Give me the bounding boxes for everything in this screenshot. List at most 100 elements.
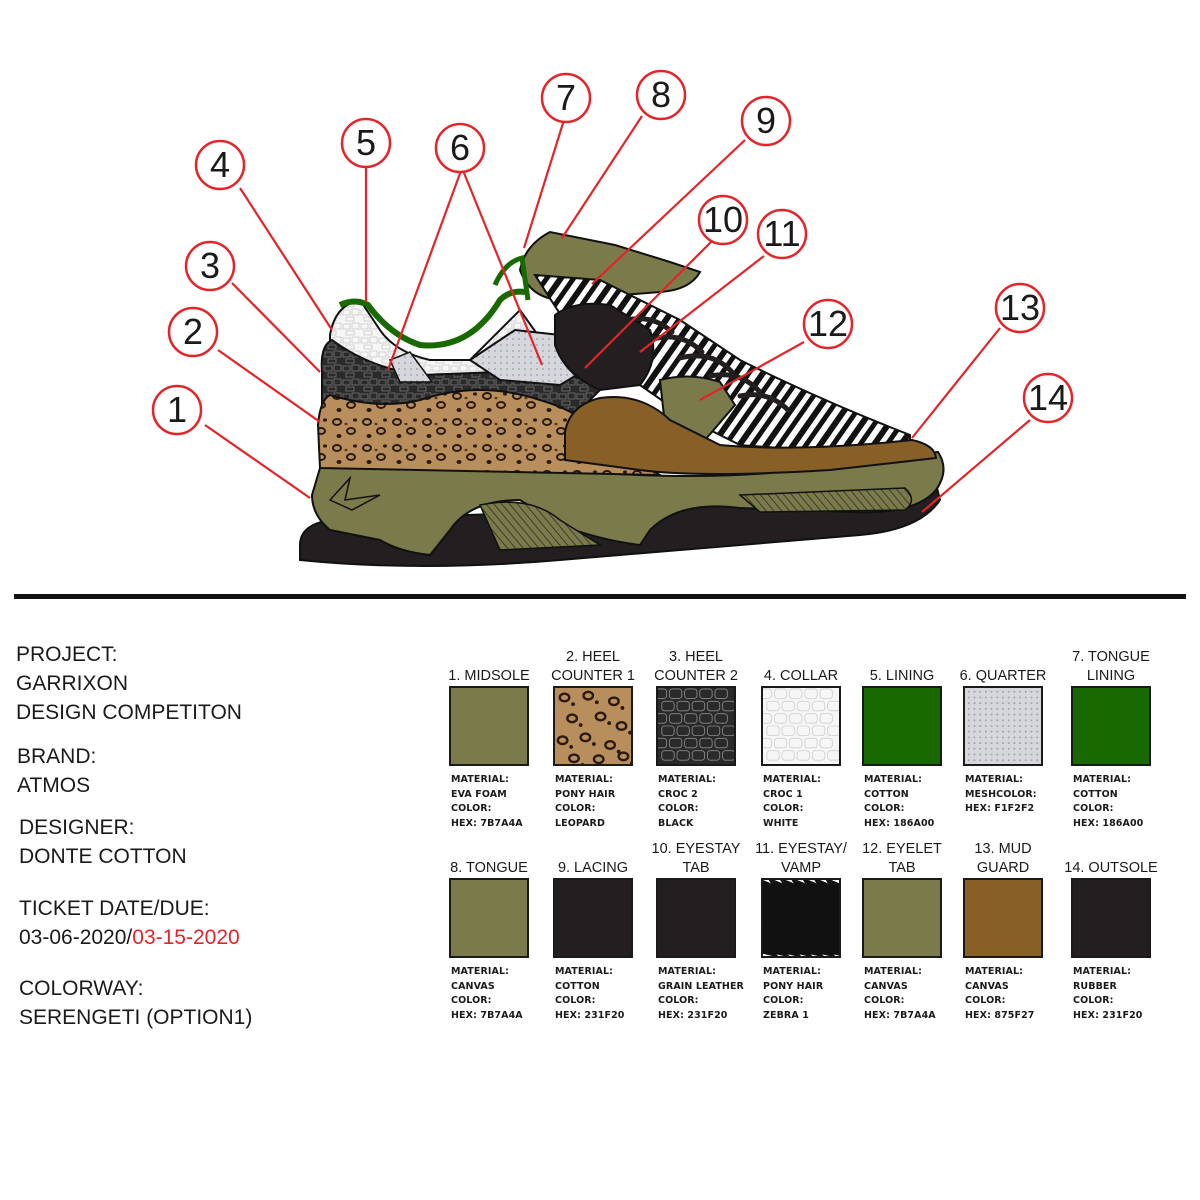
material-swatch [656, 878, 736, 958]
material-swatch [656, 686, 736, 766]
callout-number: 13 [1000, 287, 1040, 328]
swatch-material-info: MATERIAL:MESHCOLOR:HEX: F1F2F2 [965, 773, 1065, 817]
swatch-label: 5. LINING [852, 648, 952, 686]
callout-6: 6 [434, 122, 486, 174]
swatch-meta-line: MATERIAL: [763, 774, 821, 785]
swatch-label-line1 [852, 648, 952, 667]
swatch-meta-line: BLACK [658, 817, 694, 829]
swatch-label-line2: COUNTER 2 [654, 668, 738, 684]
callout-5: 5 [340, 117, 392, 169]
outsole-tread-shape [738, 487, 913, 513]
swatch-label-line1: 11. EYESTAY/ [755, 841, 847, 857]
swatch-label-line2: 1. MIDSOLE [448, 668, 530, 684]
brand-value: ATMOS [17, 774, 91, 797]
callout-14: 14 [1022, 372, 1074, 424]
swatch-label-line1 [439, 840, 539, 859]
swatch-label-line2: 4. COLLAR [763, 668, 839, 684]
swatch-label-line2: 8. TONGUE [450, 860, 528, 876]
project-name-line1: GARRIXON [16, 672, 129, 695]
swatch-label-line1: 7. TONGUE [1072, 649, 1150, 665]
material-swatch [761, 878, 841, 958]
swatch-label: 8. TONGUE [439, 840, 539, 878]
callout-1: 1 [151, 384, 203, 436]
swatch-label-line1: 3. HEEL [669, 649, 723, 665]
designer-block: DESIGNER: DONTE COTTON [19, 813, 187, 871]
leader-lines [204, 115, 1031, 513]
swatch-meta-line: COLOR: [555, 803, 596, 814]
swatch-label: 3. HEEL COUNTER 2 [646, 648, 746, 686]
material-swatch [963, 686, 1043, 766]
callout-number: 9 [756, 100, 776, 141]
swatch-meta-line: MATERIAL: [864, 774, 922, 785]
swatch-meta-line: CROC 1 [763, 788, 803, 800]
material-swatch [963, 878, 1043, 958]
callout-number: 12 [808, 303, 848, 344]
swatch-meta-line: MATERIAL: [1073, 966, 1131, 977]
swatch-meta-line: COLOR: [763, 995, 804, 1006]
brand-block: BRAND: ATMOS [17, 742, 96, 800]
lining-shape [338, 288, 526, 349]
swatch-label-line1 [953, 648, 1053, 667]
swatch-meta-line: EVA FOAM [451, 788, 507, 800]
swatch-meta-line: CROC 2 [658, 788, 698, 800]
swatch-label-line2: LINING [1086, 668, 1136, 684]
callout-3: 3 [184, 240, 236, 292]
callout-10: 10 [697, 194, 749, 246]
swatch-meta-line: COLOR: [1073, 995, 1114, 1006]
swatch-label-line1 [751, 648, 851, 667]
swatch-label: 7. TONGUE LINING [1061, 648, 1161, 686]
swatch-meta-line: CANVAS [451, 980, 495, 992]
callout-number: 8 [651, 74, 671, 115]
swatch-meta-line: HEX: 7B7A4A [451, 1009, 523, 1021]
swatch-label-line2: 9. LACING [557, 860, 629, 876]
callout-number: 3 [200, 245, 220, 286]
swatch-meta-line: MATERIAL: [763, 966, 821, 977]
callout-number: 5 [356, 122, 376, 163]
swatch-meta-line: CANVAS [864, 980, 908, 992]
midsole-tread-shape [478, 501, 603, 551]
swatch-meta-line: COLOR: [965, 995, 1006, 1006]
designer-value: DONTE COTTON [19, 845, 187, 868]
swatch-label-line1 [543, 840, 643, 859]
swatch-label: 2. HEEL COUNTER 1 [543, 648, 643, 686]
swatch-label-line2: 14. OUTSOLE [1064, 860, 1158, 876]
swatch-meta-line: MESHCOLOR: [965, 788, 1037, 800]
swatch-meta-line: GRAIN LEATHER [658, 980, 744, 992]
callout-9: 9 [740, 95, 792, 147]
callout-number: 7 [556, 77, 576, 118]
project-block: PROJECT: GARRIXON DESIGN COMPETITON [16, 640, 242, 727]
swatch-meta-line: HEX: 7B7A4A [451, 817, 523, 829]
swatch-label-line1: 2. HEEL [566, 649, 620, 665]
swatch-label: 14. OUTSOLE [1061, 840, 1161, 878]
swatch-meta-line: MATERIAL: [965, 774, 1023, 785]
swatch-meta-line: MATERIAL: [965, 966, 1023, 977]
swatch-meta-line: MATERIAL: [451, 774, 509, 785]
swatch-label-line2: TAB [888, 860, 916, 876]
colorway-value: SERENGETI (OPTION1) [19, 1006, 253, 1029]
tongue-lining-shape [492, 254, 531, 301]
callout-number: 6 [450, 127, 470, 168]
swatch-meta-line: HEX: 231F20 [658, 1009, 728, 1021]
swatch-label: 6. QUARTER [953, 648, 1053, 686]
swatch-label-line2: COUNTER 1 [551, 668, 635, 684]
callout-number: 14 [1028, 377, 1068, 418]
swatch-meta-line: COLOR: [763, 803, 804, 814]
mud-guard-shape [564, 396, 938, 475]
swatch-meta-line: WHITE [763, 817, 799, 829]
quarter-heel-shape [388, 351, 434, 383]
swatch-meta-line: HEX: 186A00 [864, 817, 935, 829]
swatch-label-line1 [1061, 840, 1161, 859]
designer-label: DESIGNER: [19, 816, 135, 839]
swatch-meta-line: MATERIAL: [555, 966, 613, 977]
